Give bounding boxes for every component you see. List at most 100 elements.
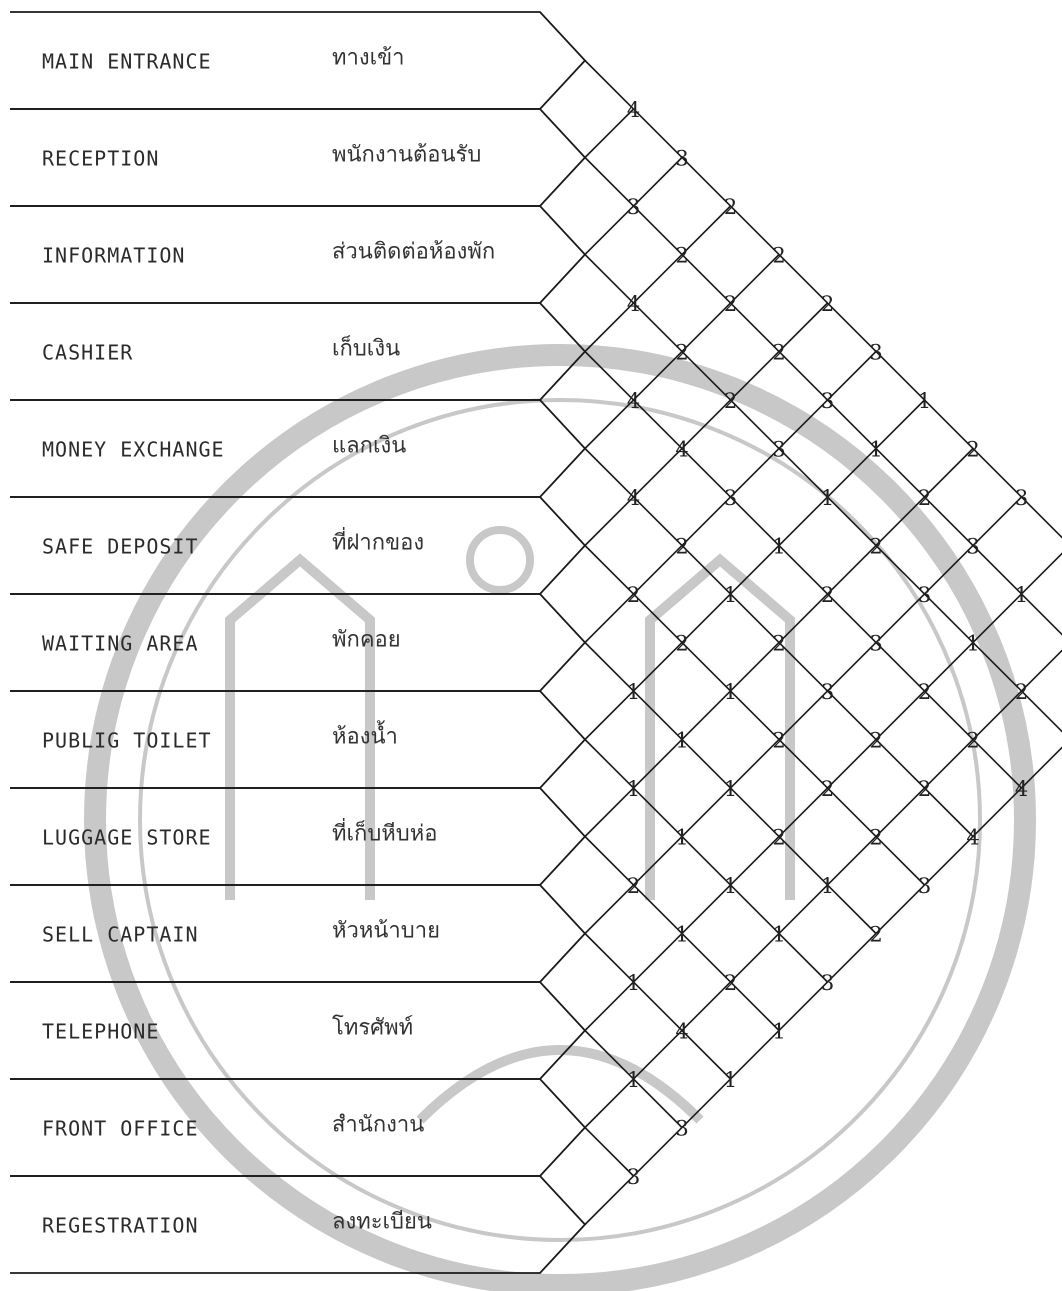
row-labels: MAIN ENTRANCE ทางเข้า RECEPTION พนักงานต้อน…	[42, 46, 495, 1238]
relationship-value: 3	[772, 438, 785, 462]
row-label-th: เก็บเงิน	[332, 334, 400, 362]
row-label-th: ห้องน้ำ	[332, 721, 398, 750]
relationship-value: 3	[821, 971, 834, 995]
relationship-value: 2	[821, 777, 834, 801]
row-label-en: TELEPHONE	[42, 1020, 159, 1044]
relationship-value: 2	[772, 826, 785, 850]
relationship-value: 3	[724, 486, 737, 510]
relationship-value: 2	[821, 583, 834, 607]
relationship-value: 3	[918, 874, 931, 898]
relationship-value: 3	[966, 535, 979, 559]
row-label-th: สำนักงาน	[332, 1113, 424, 1138]
relationship-value: 1	[821, 874, 834, 898]
grid-diagonal-down	[585, 61, 1062, 643]
relationship-value: 4	[675, 438, 688, 462]
row-label-th: โทรศัพท์	[332, 1015, 413, 1041]
relationship-value: 3	[918, 583, 931, 607]
row-label-en: RECEPTION	[42, 147, 159, 171]
row-label-en: LUGGAGE STORE	[42, 826, 212, 850]
relationship-value: 1	[724, 777, 737, 801]
relationship-value: 1	[627, 1068, 640, 1092]
relationship-value: 2	[918, 777, 931, 801]
row-label-en: MONEY EXCHANGE	[42, 438, 225, 462]
relationship-value: 1	[627, 777, 640, 801]
relationship-value: 4	[627, 486, 640, 510]
relationship-value: 1	[675, 923, 688, 947]
relationship-value: 4	[1015, 777, 1028, 801]
relationship-value: 2	[869, 535, 882, 559]
grid-diagonal-up	[585, 643, 1062, 1225]
relationship-value: 2	[675, 341, 688, 365]
relationship-value: 2	[869, 729, 882, 753]
row-label-en: PUBLIG TOILET	[42, 729, 212, 753]
row-label-th: พนักงานต้อนรับ	[332, 143, 481, 168]
row-label-en: WAITING AREA	[42, 632, 199, 656]
relationship-value: 2	[675, 632, 688, 656]
row-label-en: REGESTRATION	[42, 1214, 199, 1238]
relationship-value: 1	[724, 1068, 737, 1092]
relationship-value: 4	[675, 1020, 688, 1044]
relationship-value: 2	[821, 292, 834, 316]
relationship-value: 2	[772, 632, 785, 656]
row-label-th: ที่เก็บหีบห่อ	[332, 818, 438, 847]
row-label-th: แลกเงิน	[332, 434, 406, 459]
grid-diagonal-up	[585, 206, 731, 352]
row-label-en: CASHIER	[42, 341, 133, 365]
relationship-value: 2	[627, 583, 640, 607]
relationship-value: 3	[627, 195, 640, 219]
relationship-value: 2	[724, 971, 737, 995]
relationship-value: 2	[869, 826, 882, 850]
relationship-value: 1	[869, 438, 882, 462]
row-label-en: FRONT OFFICE	[42, 1117, 199, 1141]
relationship-value: 2	[918, 680, 931, 704]
relationship-value: 1	[724, 680, 737, 704]
university-seal-watermark	[95, 355, 1025, 1285]
relationship-value: 1	[821, 486, 834, 510]
relationship-value: 4	[966, 826, 979, 850]
relationship-value: 1	[772, 923, 785, 947]
row-label-en: MAIN ENTRANCE	[42, 50, 212, 74]
relationship-value: 1	[675, 729, 688, 753]
row-label-th: หัวหน้าบาย	[332, 919, 440, 944]
relationship-value: 1	[724, 583, 737, 607]
relationship-value: 1	[966, 632, 979, 656]
relationship-value: 2	[966, 729, 979, 753]
relationship-value: 4	[627, 292, 640, 316]
relationship-value: 2	[724, 389, 737, 413]
relationship-value: 3	[869, 341, 882, 365]
relationship-value: 2	[627, 874, 640, 898]
row-label-th: ทางเข้า	[332, 46, 405, 71]
relationship-value: 2	[772, 244, 785, 268]
row-label-th: ลงทะเบียน	[332, 1210, 432, 1235]
relationship-value: 2	[772, 729, 785, 753]
relationship-value: 3	[821, 389, 834, 413]
relationship-value: 2	[869, 923, 882, 947]
row-label-th: พักคอย	[332, 628, 401, 653]
relationship-value: 2	[724, 195, 737, 219]
row-label-th: ส่วนติดต่อห้องพัก	[332, 240, 495, 265]
relationship-value: 3	[675, 1117, 688, 1141]
relationship-value: 2	[966, 438, 979, 462]
relationship-value: 1	[772, 1020, 785, 1044]
relationship-value: 2	[1015, 680, 1028, 704]
relationship-value: 3	[821, 680, 834, 704]
row-label-en: SELL CAPTAIN	[42, 923, 199, 947]
relationship-value: 1	[918, 389, 931, 413]
relationship-value: 1	[1015, 583, 1028, 607]
relationship-value: 4	[627, 389, 640, 413]
row-label-en: SAFE DEPOSIT	[42, 535, 199, 559]
relationship-value: 3	[627, 1165, 640, 1189]
relationship-value: 2	[724, 292, 737, 316]
relationship-value: 1	[627, 680, 640, 704]
row-label-th: ที่ฝากของ	[332, 527, 424, 556]
relationship-value: 1	[675, 826, 688, 850]
relationship-value: 3	[869, 632, 882, 656]
relationship-value: 2	[675, 535, 688, 559]
relationship-value: 1	[724, 874, 737, 898]
relationship-value: 2	[918, 486, 931, 510]
row-label-en: INFORMATION	[42, 244, 185, 268]
relationship-value: 3	[1015, 486, 1028, 510]
relationship-value: 4	[627, 98, 640, 122]
relationship-value: 3	[675, 147, 688, 171]
